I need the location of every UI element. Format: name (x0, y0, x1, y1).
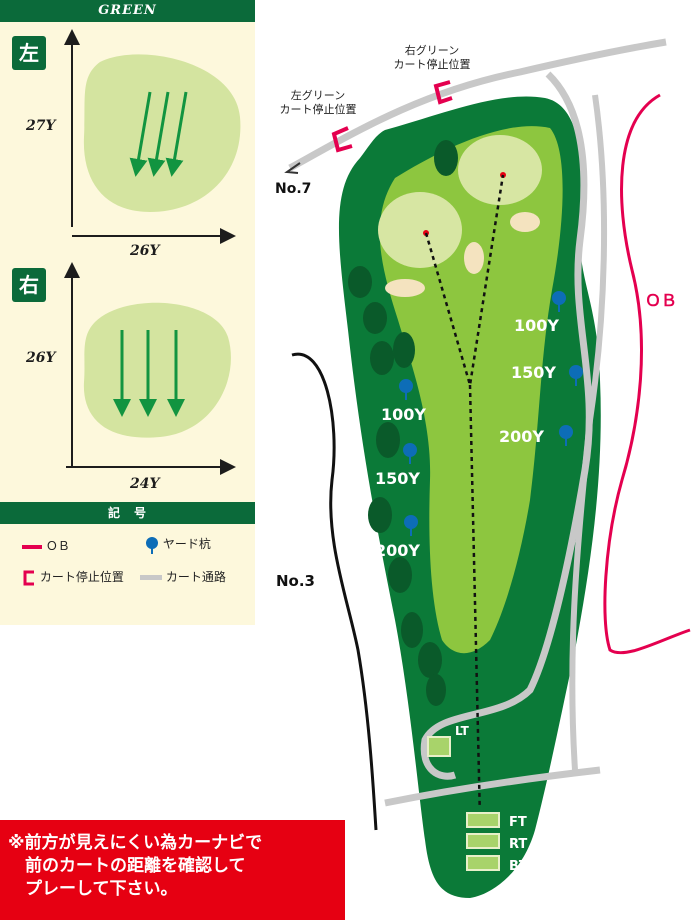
yard-right-100: 100Y (514, 316, 559, 335)
bunker (385, 279, 425, 297)
green-header: GREEN (0, 0, 255, 22)
yard-right-200: 200Y (499, 427, 544, 446)
no3-boundary-line (291, 352, 378, 831)
left-green-diagram (64, 29, 241, 244)
yard-left-200: 200Y (375, 541, 420, 560)
right-green-width: 24Y (130, 476, 160, 492)
green-info-panel: GREEN 左 27Y 26Y 右 26Y 24Y 記 号 (0, 0, 255, 625)
legend-ob: ＯＢ (22, 537, 70, 554)
legend-cart-stop: カート停止位置 (22, 568, 124, 586)
ob-line-icon (22, 544, 42, 549)
tee-rt-label: RT (509, 837, 527, 852)
ob-line (603, 93, 691, 655)
bunker (464, 242, 484, 274)
bunker (510, 212, 540, 232)
arrow-to-no7-icon (284, 162, 301, 174)
cart-path (384, 766, 601, 807)
yard-marker-icon (399, 379, 418, 536)
adjacent-hole-label: No.3 (276, 572, 315, 590)
tee-lt-label: LT (455, 724, 470, 738)
yard-left-150: 150Y (375, 469, 420, 488)
tee-bt (466, 855, 500, 871)
right-green-depth: 26Y (26, 350, 56, 366)
tree-line (348, 140, 458, 706)
yard-left-100: 100Y (381, 405, 426, 424)
play-line (468, 384, 482, 821)
notice-box: ※前方が見えにくい為カーナビで 前のカートの距離を確認して プレーして下さい。 (0, 820, 345, 920)
cart-stop-bracket-icon (23, 570, 34, 585)
cart-stop-left-label-2: カート停止位置 (280, 102, 357, 116)
cart-path (569, 94, 608, 771)
tee-bt-label: BT (509, 859, 528, 874)
yard-marker-icon (552, 291, 583, 446)
tee-rt (466, 833, 500, 849)
left-green-depth: 27Y (26, 118, 56, 134)
right-green-tag: 右 (12, 268, 46, 302)
cart-path (288, 38, 667, 172)
tee-ft-label: FT (509, 815, 527, 830)
cart-stop-right-label-1: 右グリーン (405, 43, 459, 57)
cart-stop-left-green-icon (331, 126, 353, 153)
right-green-diagram (64, 262, 236, 475)
right-green (458, 135, 542, 205)
ob-label: ＯＢ (645, 291, 677, 310)
tee-ft (466, 812, 500, 828)
notice-text: ※前方が見えにくい為カーナビで 前のカートの距離を確認して プレーして下さい。 (8, 833, 263, 899)
cart-path (420, 71, 593, 780)
left-green-width: 26Y (130, 243, 160, 259)
cart-stop-right-label-2: カート停止位置 (394, 57, 471, 71)
yard-right-150: 150Y (511, 363, 556, 382)
left-green-tag: 左 (12, 36, 46, 70)
next-hole-label: No.7 (275, 181, 311, 197)
left-green (378, 192, 462, 268)
legend-header: 記 号 (0, 502, 255, 524)
tee-lt (427, 736, 451, 757)
legend-cart-path: カート通路 (140, 568, 226, 585)
cart-stop-right-green-icon (433, 80, 453, 105)
cart-path-line-icon (140, 575, 162, 580)
yard-stake-icon (146, 536, 158, 554)
play-line (424, 174, 505, 386)
cart-stop-left-label-1: 左グリーン (291, 88, 345, 102)
legend-yard-stake: ヤード杭 (145, 535, 211, 554)
